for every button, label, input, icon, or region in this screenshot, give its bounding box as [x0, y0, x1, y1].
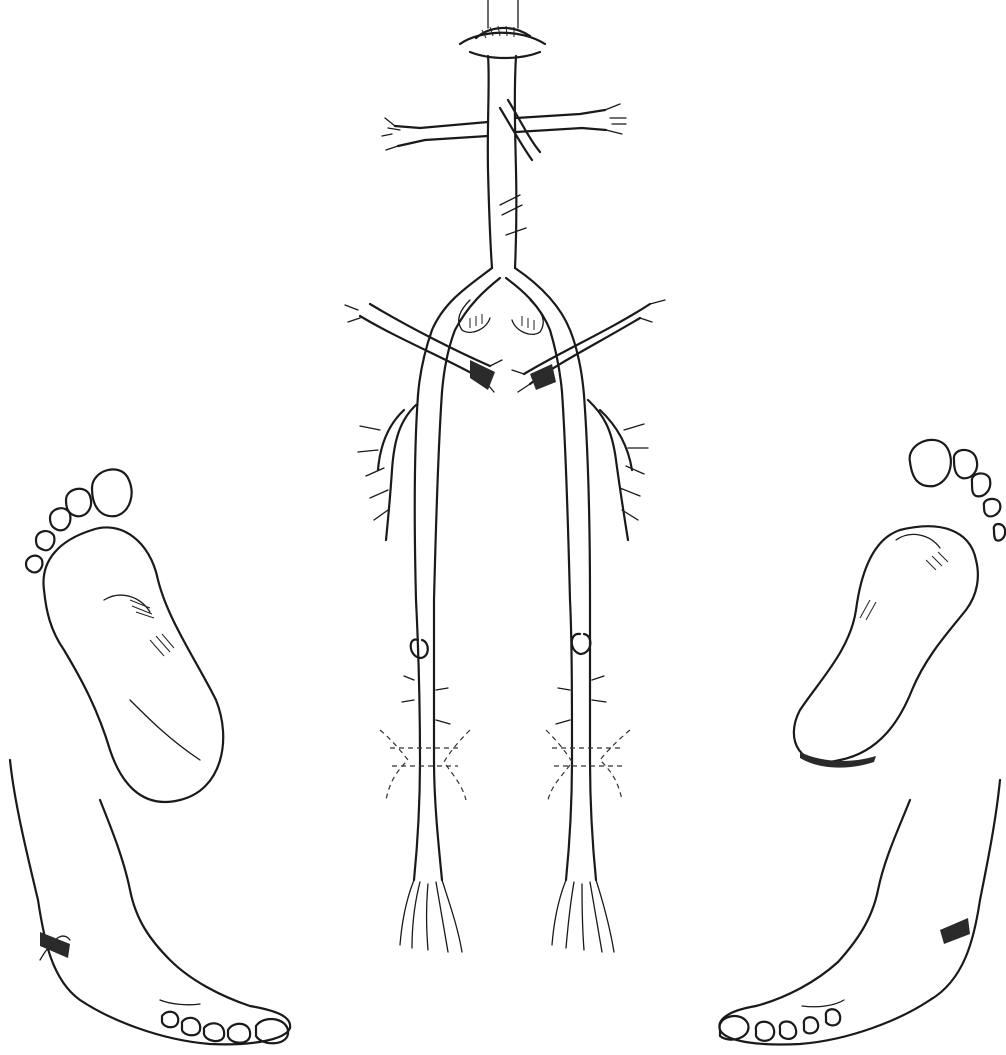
iliac-bifurcation: [418, 268, 584, 395]
left-tibial-branches: [400, 880, 462, 952]
arterial-tree: [345, 0, 665, 952]
right-foot: [719, 780, 1000, 1044]
right-sole: [794, 440, 1005, 768]
right-femoral-artery: [546, 392, 648, 880]
abdominal-aorta: [488, 56, 540, 268]
left-sole: [26, 469, 223, 802]
right-tibial-branches: [552, 880, 614, 952]
renal-arteries: [382, 104, 626, 150]
left-foot: [10, 760, 290, 1044]
left-femoral-artery: [358, 392, 470, 880]
aortic-ligature: [460, 26, 545, 58]
pelvic-crossing-vessels: [345, 300, 665, 392]
